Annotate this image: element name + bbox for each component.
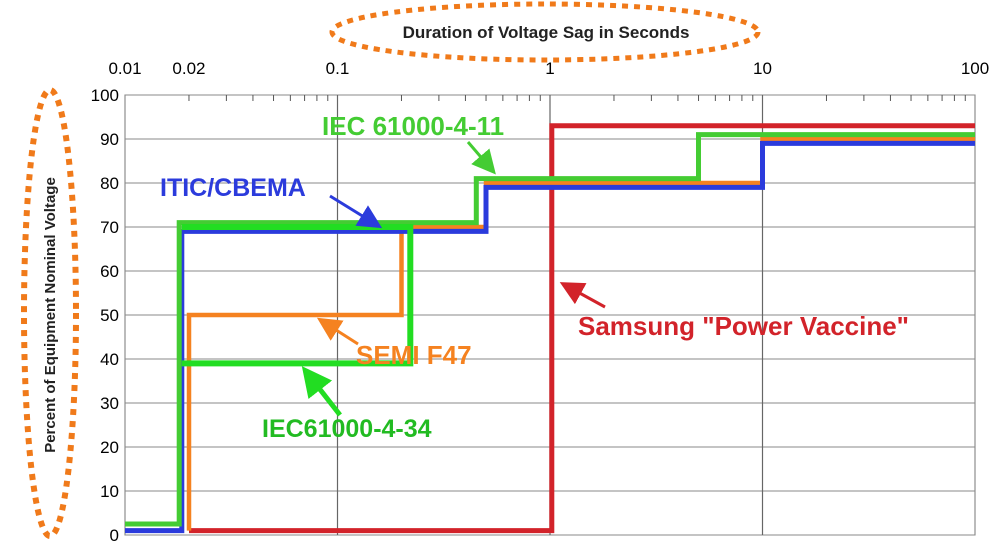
y-tick-label: 30 bbox=[100, 394, 119, 413]
annotation-iec-61000-4-11: IEC 61000-4-11 bbox=[322, 111, 504, 141]
arrow-iec61000-4-34 bbox=[301, 366, 342, 417]
arrow-itic-cbema bbox=[329, 194, 383, 229]
annotation-samsung-power-vaccine: Samsung "Power Vaccine" bbox=[578, 311, 909, 341]
series-line-iec61000-4-34 bbox=[181, 224, 414, 367]
annotation-semi-f47: SEMI F47 bbox=[356, 340, 472, 370]
y-axis-title: Percent of Equipment Nominal Voltage bbox=[42, 177, 59, 453]
x-tick-label: 0.1 bbox=[326, 59, 350, 78]
series-line-samsung-power-vaccine bbox=[189, 123, 975, 534]
y-tick-label: 10 bbox=[100, 482, 119, 501]
x-tick-label: 0.01 bbox=[108, 59, 141, 78]
y-tick-label: 50 bbox=[100, 306, 119, 325]
y-tick-label: 90 bbox=[100, 130, 119, 149]
x-tick-label: 1 bbox=[545, 59, 554, 78]
y-tick-label: 60 bbox=[100, 262, 119, 281]
axis-titles: Duration of Voltage Sag in Seconds Perce… bbox=[21, 1, 761, 539]
xlabel-highlight-ellipse bbox=[329, 1, 761, 63]
y-tick-label: 0 bbox=[110, 526, 119, 545]
arrow-samsung-power-vaccine bbox=[559, 282, 606, 309]
x-axis-title: Duration of Voltage Sag in Seconds bbox=[403, 23, 690, 42]
y-tick-label: 40 bbox=[100, 350, 119, 369]
series-lines bbox=[125, 123, 975, 534]
tick-labels: 0 10 20 30 40 50 60 70 80 90 100 0.01 0.02 0.1 1 10 100 bbox=[91, 59, 990, 545]
series-line-itic-cbema bbox=[125, 140, 975, 534]
series-line-iec-61000-4-11 bbox=[125, 132, 975, 527]
arrow-semi-f47 bbox=[316, 317, 359, 346]
ylabel-highlight-ellipse bbox=[21, 87, 79, 539]
y-tick-label: 20 bbox=[100, 438, 119, 457]
x-tick-label: 10 bbox=[753, 59, 772, 78]
x-tick-label: 0.02 bbox=[172, 59, 205, 78]
y-tick-label: 80 bbox=[100, 174, 119, 193]
y-tick-label: 100 bbox=[91, 86, 119, 105]
y-tick-label: 70 bbox=[100, 218, 119, 237]
series-annotations: IEC 61000-4-11 ITIC/CBEMA SEMI F47 IEC61… bbox=[160, 111, 909, 443]
annotation-itic-cbema: ITIC/CBEMA bbox=[160, 174, 306, 202]
annotation-iec61000-4-34: IEC61000-4-34 bbox=[262, 415, 432, 443]
x-tick-label: 100 bbox=[961, 59, 989, 78]
arrow-iec-61000-4-11 bbox=[466, 141, 496, 175]
